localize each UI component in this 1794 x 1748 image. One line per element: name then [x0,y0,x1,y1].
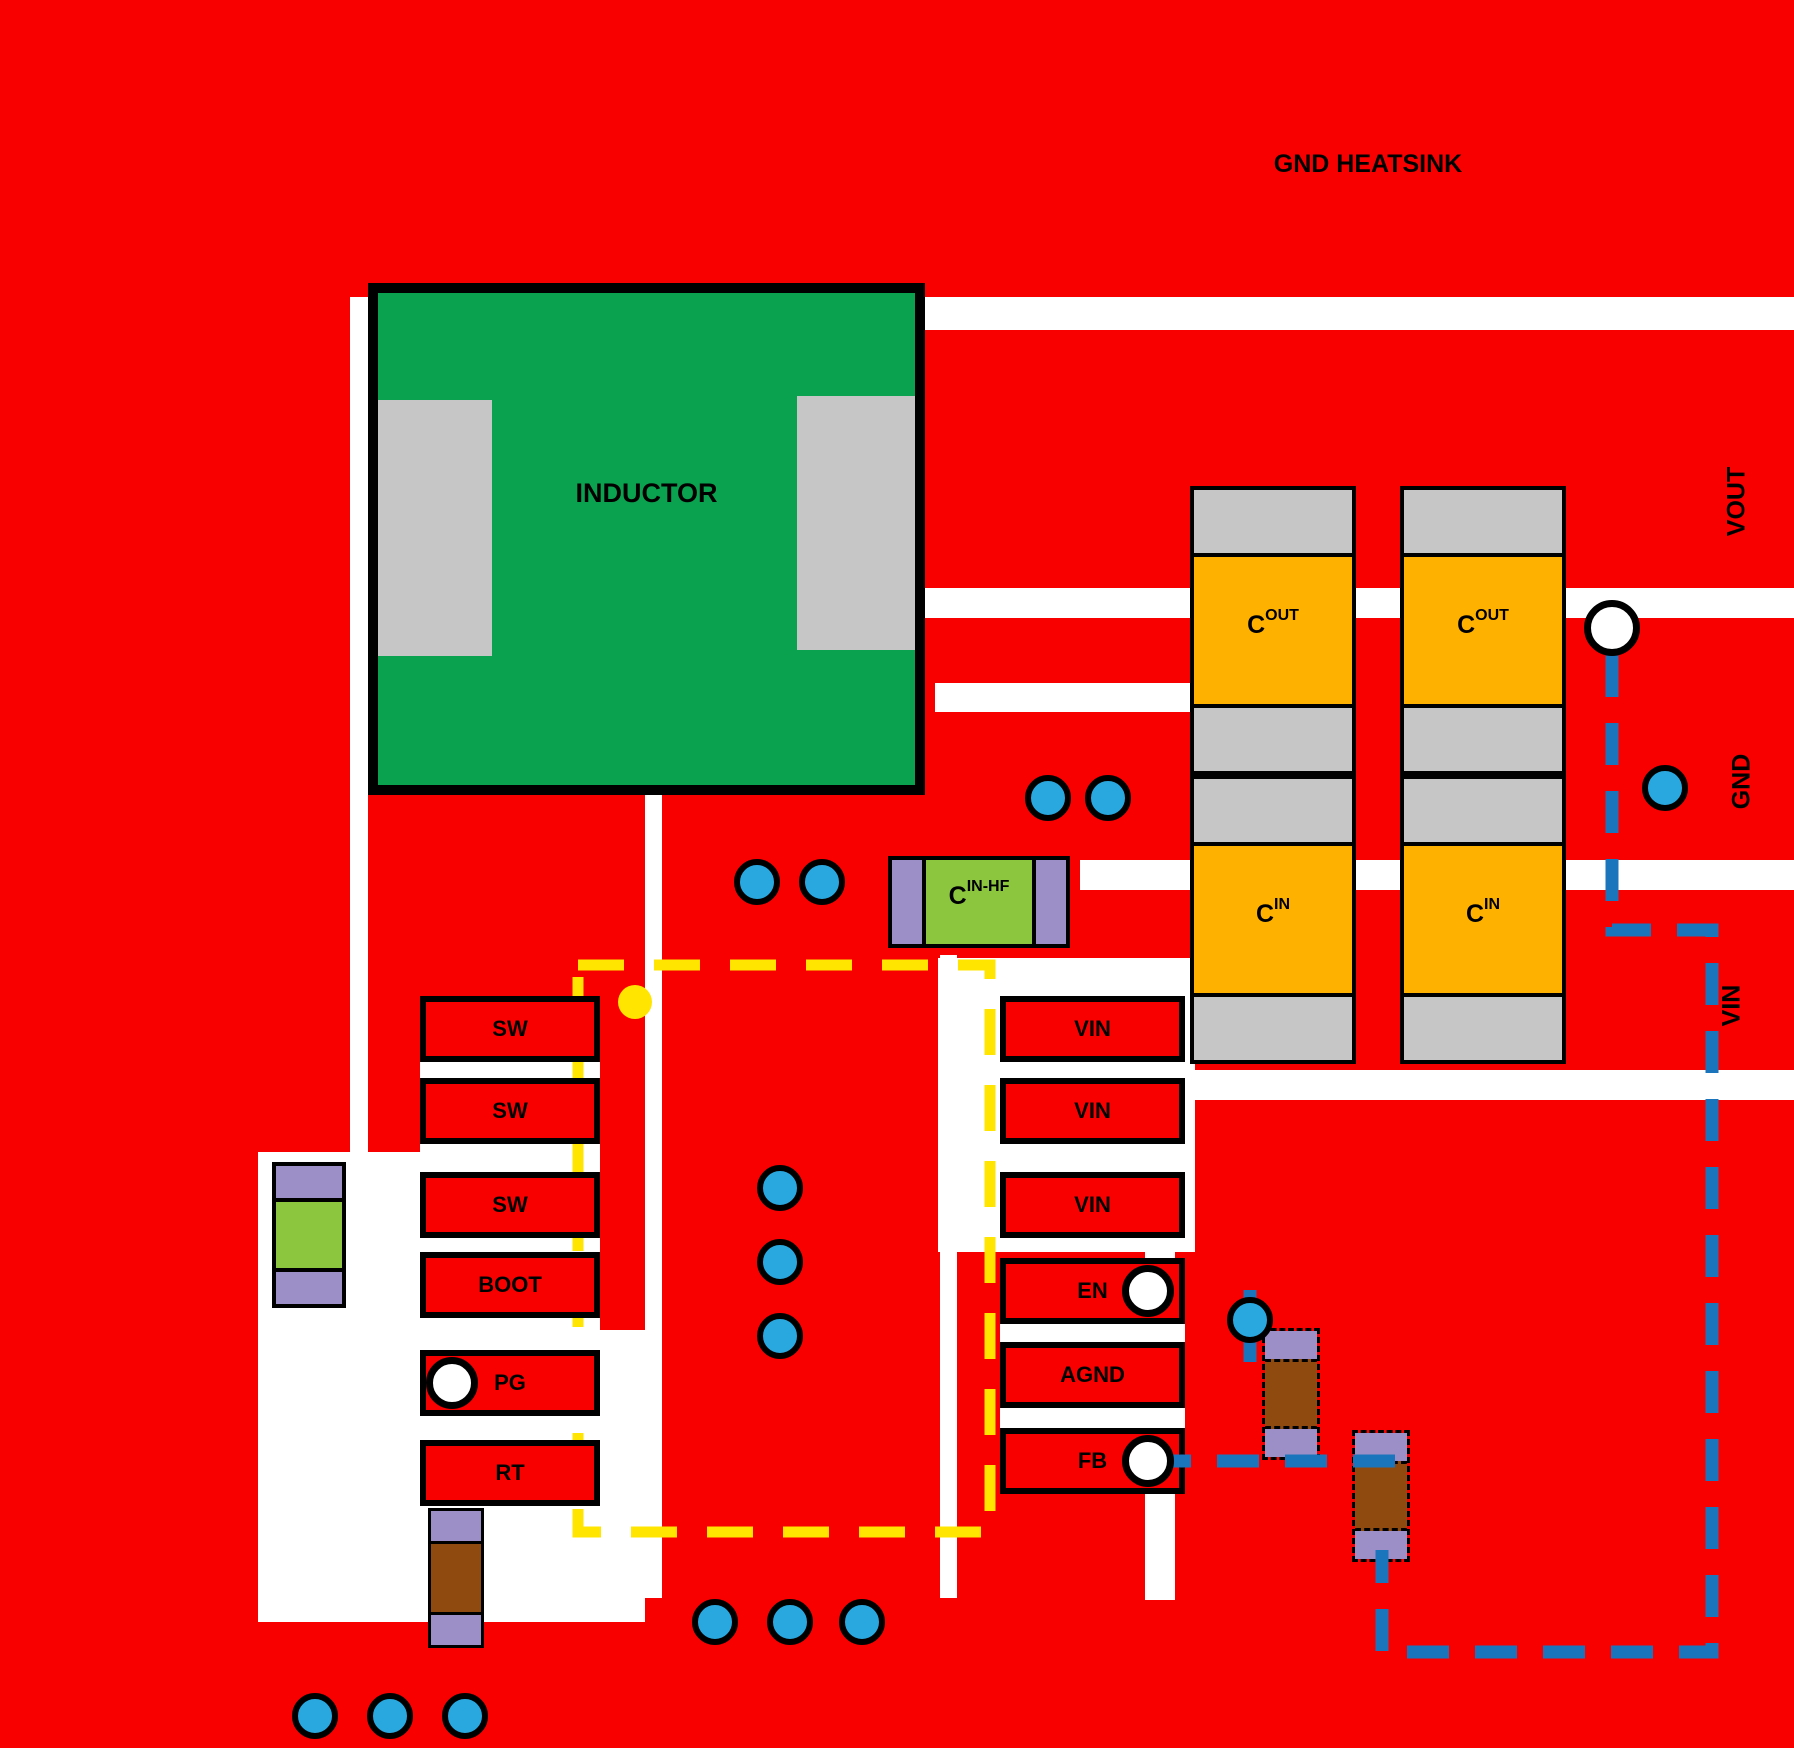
gap-pin-right-1 [1000,1324,1185,1342]
via [692,1599,738,1645]
cin2-pad-top [1404,779,1562,842]
pg-test-point [426,1357,478,1409]
gap-pin-left-4 [420,1318,600,1332]
gap-pin-left-3 [420,1238,600,1252]
pin-sw-1: SW [420,996,600,1062]
via [767,1599,813,1645]
gnd-heatsink-label: GND HEATSINK [1273,150,1463,178]
pin-vin-3: VIN [1000,1172,1185,1238]
vin-plane-label: VIN [1717,984,1746,1027]
pin-sw-2: SW [420,1078,600,1144]
boot-cap-pad-bottom [276,1272,342,1304]
gap-mid-short [935,683,1190,712]
pin-en: EN [1000,1258,1185,1324]
fb-resistor-bottom [1352,1430,1410,1562]
via [1025,775,1071,821]
pin1-marker [618,985,652,1019]
via [1085,775,1131,821]
via [734,859,780,905]
fb-resistor-top-pad-a [1265,1331,1317,1359]
via [757,1239,803,1285]
cin-hf-pad-left [892,860,922,944]
rt-resistor-body [431,1541,481,1615]
pin-vin-2: VIN [1000,1078,1185,1144]
cout2-pad-top [1404,490,1562,553]
rt-resistor-pad-bottom [431,1615,481,1645]
inductor-pad-left [378,400,492,656]
fb-resistor-top-pad-b [1265,1429,1317,1457]
via [799,859,845,905]
gap-pin-left-2 [420,1144,600,1172]
inductor-pad-right [797,396,915,650]
pin-vin-1: VIN [1000,996,1185,1062]
via [757,1165,803,1211]
pin-boot: BOOT [420,1252,600,1318]
ic-outline-dashed [572,959,996,1538]
rt-resistor [428,1508,484,1648]
via [442,1693,488,1739]
cin1-pad-top [1194,779,1352,842]
gap-left-vertical [350,297,368,1155]
gap-vout-gnd [925,588,1794,618]
boot-cap-pad-top [276,1166,342,1198]
cin-hf-pad-right [1036,860,1066,944]
via [367,1693,413,1739]
cin2-pad-bottom [1404,997,1562,1060]
pin-agnd: AGND [1000,1342,1185,1408]
via [839,1599,885,1645]
cin1-pad-bottom [1194,997,1352,1060]
gap-pin-right-2 [1000,1408,1185,1428]
en-test-point [1122,1265,1174,1317]
inductor-body: INDUCTOR [368,283,925,795]
vout-sense-trace [1375,655,1719,1659]
via [1642,765,1688,811]
vout-plane-label: VOUT [1722,466,1751,537]
vout-test-point [1584,600,1640,656]
boot-cap-body [276,1198,342,1272]
via [292,1693,338,1739]
boot-capacitor [272,1162,346,1308]
gnd-plane-label: GND [1727,753,1756,810]
via [757,1313,803,1359]
cout1-pad-top [1194,490,1352,553]
fb-resistor-bottom-body [1355,1461,1407,1531]
pin-sw-3: SW [420,1172,600,1238]
cout2-pad-bottom [1404,708,1562,771]
cout1-pad-bottom [1194,708,1352,771]
fb-resistor-top [1262,1328,1320,1460]
pin-rt: RT [420,1440,600,1506]
via [1227,1297,1273,1343]
fb-resistor-top-body [1265,1359,1317,1429]
inductor-label: INDUCTOR [575,478,718,508]
gap-vin-plane-bottom [1145,1070,1794,1100]
rt-resistor-pad-top [431,1511,481,1541]
fb-test-point [1122,1435,1174,1487]
gap-pin-left-1 [420,1062,600,1078]
